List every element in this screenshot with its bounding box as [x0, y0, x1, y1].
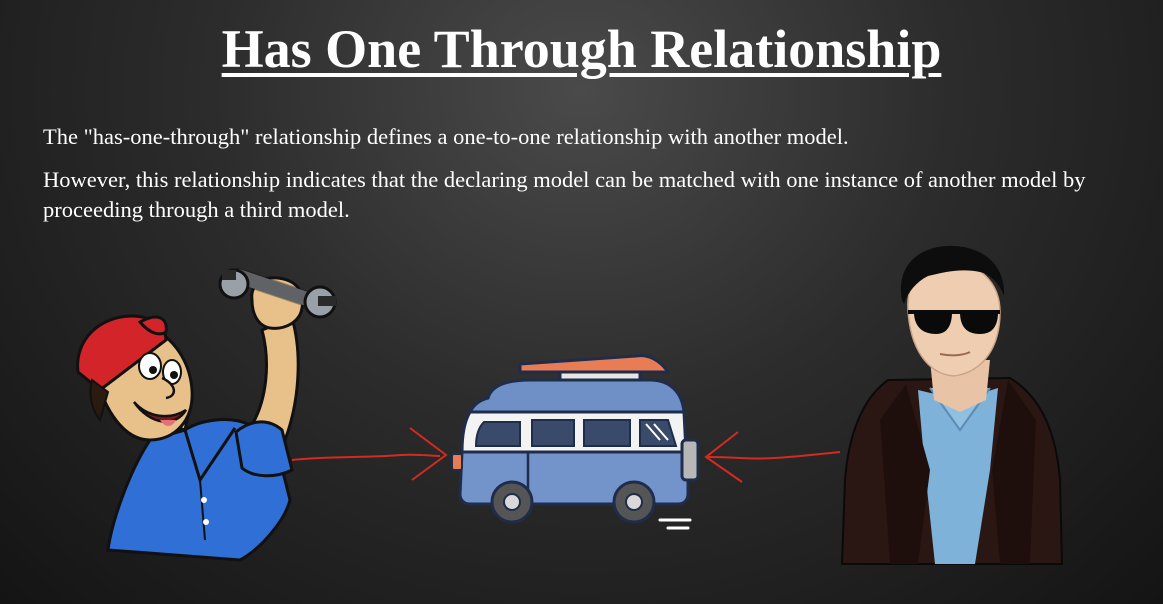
arrow-mechanic-to-van — [291, 427, 448, 481]
slide-title: Has One Through Relationship — [221, 19, 942, 79]
man-figure — [840, 245, 1064, 565]
wrench-icon — [218, 268, 337, 319]
mechanic-figure — [76, 268, 337, 562]
sunglasses-icon — [908, 310, 1000, 334]
camper-van-icon — [451, 354, 700, 530]
explanation-text: However, this relationship indicates tha… — [43, 167, 1086, 222]
definition-text: The "has-one-through" relationship defin… — [43, 124, 849, 149]
arrow-man-to-van — [704, 431, 841, 483]
